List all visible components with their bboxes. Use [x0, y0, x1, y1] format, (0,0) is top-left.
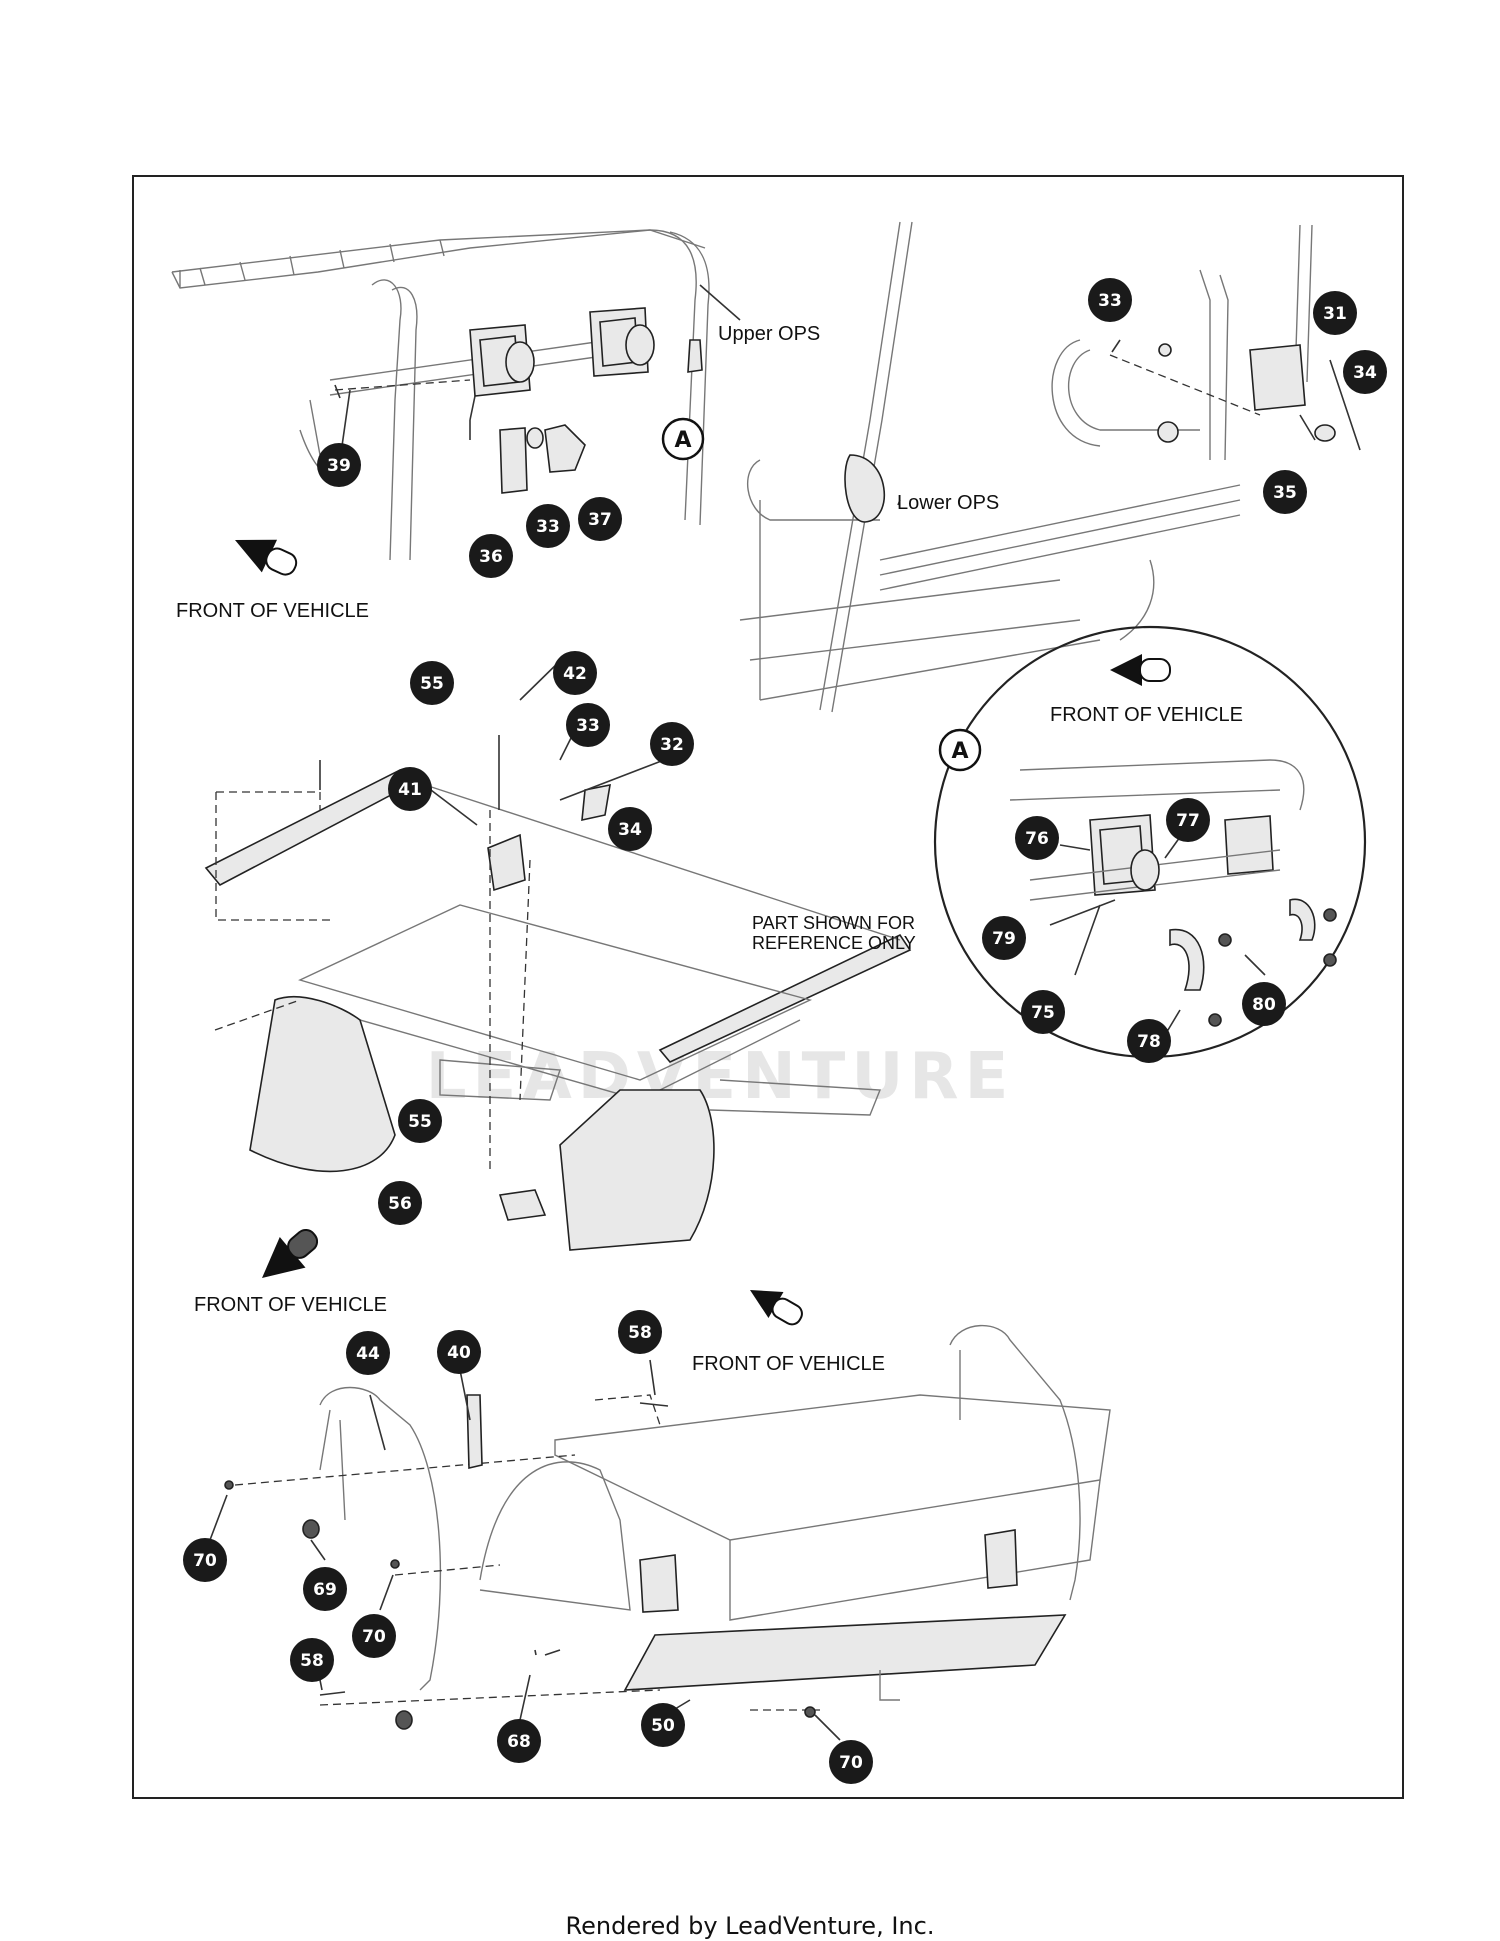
lower-ops-assembly: [739, 221, 1361, 713]
part-callout-34: 34: [1343, 350, 1387, 394]
detail-a-marker: A: [938, 728, 982, 772]
cargo-bed-assembly: [209, 1324, 1111, 1741]
svg-text:69: 69: [313, 1580, 337, 1600]
detail-a-marker: A: [661, 417, 705, 461]
part-callout-70: 70: [183, 1538, 227, 1582]
svg-text:34: 34: [1353, 363, 1377, 383]
upper-ops-label: Upper OPS: [718, 323, 820, 345]
svg-text:55: 55: [408, 1112, 432, 1132]
front-direction-arrow-icon: [235, 539, 298, 576]
part-callout-40: 40: [437, 1330, 481, 1374]
part-callout-34: 34: [608, 807, 652, 851]
front-direction-arrow-icon: [1110, 654, 1171, 686]
part-reference-label-line2: REFERENCE ONLY: [752, 933, 916, 953]
chassis-assembly: [204, 654, 912, 1251]
part-callout-75: 75: [1021, 990, 1065, 1034]
svg-text:55: 55: [420, 674, 444, 694]
svg-text:34: 34: [618, 820, 642, 840]
front-of-vehicle-label: FRONT OF VEHICLE: [692, 1353, 885, 1375]
part-callout-68: 68: [497, 1719, 541, 1763]
part-callout-32: 32: [650, 722, 694, 766]
part-callout-70: 70: [829, 1740, 873, 1784]
svg-text:32: 32: [660, 735, 684, 755]
part-callout-76: 76: [1015, 816, 1059, 860]
part-callout-42: 42: [553, 651, 597, 695]
part-callout-39: 39: [317, 443, 361, 487]
part-callout-36: 36: [469, 534, 513, 578]
svg-text:58: 58: [300, 1651, 324, 1671]
callout-group: 39 36 33 37 33 31 34 35 55 42 33 32 41 34 76 77 79 75 78 80…: [183, 278, 1387, 1784]
part-callout-78: 78: [1127, 1019, 1171, 1063]
svg-text:39: 39: [327, 456, 351, 476]
front-of-vehicle-label: FRONT OF VEHICLE: [176, 600, 369, 622]
svg-text:70: 70: [362, 1627, 386, 1647]
svg-text:A: A: [951, 739, 968, 764]
svg-text:33: 33: [536, 517, 560, 537]
part-callout-35: 35: [1263, 470, 1307, 514]
lower-ops-label: Lower OPS: [897, 492, 999, 514]
svg-text:79: 79: [992, 929, 1016, 949]
part-callout-56: 56: [378, 1181, 422, 1225]
svg-text:37: 37: [588, 510, 612, 530]
part-callout-44: 44: [346, 1331, 390, 1375]
svg-text:76: 76: [1025, 829, 1049, 849]
watermark-text: LEADVENTURE: [426, 1040, 1015, 1114]
part-callout-69: 69: [303, 1567, 347, 1611]
svg-text:44: 44: [356, 1344, 380, 1364]
svg-text:33: 33: [576, 716, 600, 736]
front-of-vehicle-label: FRONT OF VEHICLE: [194, 1294, 387, 1316]
svg-text:33: 33: [1098, 291, 1122, 311]
svg-text:70: 70: [193, 1551, 217, 1571]
svg-text:31: 31: [1323, 304, 1347, 324]
svg-text:58: 58: [628, 1323, 652, 1343]
part-callout-37: 37: [578, 497, 622, 541]
detail-a-view: [933, 625, 1367, 1059]
svg-text:50: 50: [651, 1716, 675, 1736]
part-callout-58: 58: [290, 1638, 334, 1682]
part-callout-55: 55: [410, 661, 454, 705]
svg-text:A: A: [674, 428, 691, 453]
footer-rendered-by: Rendered by LeadVenture, Inc.: [565, 1912, 935, 1940]
front-direction-arrow-icon: [262, 1228, 319, 1278]
part-callout-33: 33: [1088, 278, 1132, 322]
part-callout-33: 33: [526, 504, 570, 548]
part-reference-label-line1: PART SHOWN FOR: [752, 913, 915, 933]
part-callout-33: 33: [566, 703, 610, 747]
svg-text:80: 80: [1252, 995, 1276, 1015]
part-callout-58: 58: [618, 1310, 662, 1354]
diagram-border: [132, 175, 1404, 1799]
part-callout-80: 80: [1242, 982, 1286, 1026]
svg-text:77: 77: [1176, 811, 1200, 831]
svg-text:70: 70: [839, 1753, 863, 1773]
front-of-vehicle-label: FRONT OF VEHICLE: [1050, 704, 1243, 726]
svg-text:36: 36: [479, 547, 503, 567]
svg-text:42: 42: [563, 664, 587, 684]
part-callout-79: 79: [982, 916, 1026, 960]
part-callout-77: 77: [1166, 798, 1210, 842]
svg-text:41: 41: [398, 780, 422, 800]
svg-text:78: 78: [1137, 1032, 1161, 1052]
svg-text:75: 75: [1031, 1003, 1055, 1023]
part-callout-41: 41: [388, 767, 432, 811]
part-callout-70: 70: [352, 1614, 396, 1658]
part-callout-50: 50: [641, 1703, 685, 1747]
part-callout-31: 31: [1313, 291, 1357, 335]
svg-text:35: 35: [1273, 483, 1297, 503]
svg-text:40: 40: [447, 1343, 471, 1363]
svg-text:68: 68: [507, 1732, 531, 1752]
upper-ops-assembly: [171, 229, 741, 561]
front-direction-arrow-icon: [750, 1290, 803, 1326]
part-callout-55: 55: [398, 1099, 442, 1143]
svg-text:56: 56: [388, 1194, 412, 1214]
